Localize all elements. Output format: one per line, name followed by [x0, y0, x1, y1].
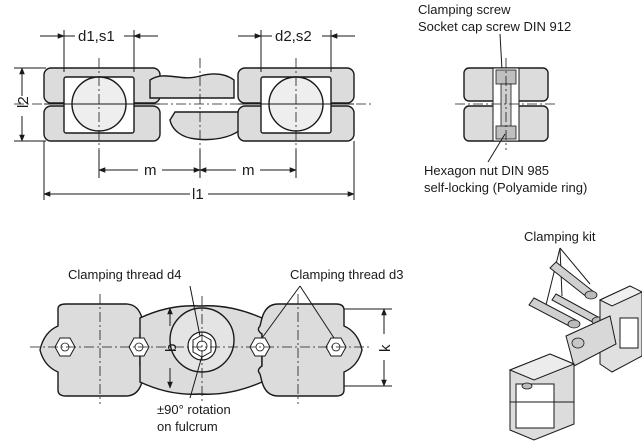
- left-clamp-block: [43, 67, 161, 142]
- hexagon-nut-label: Hexagon nut DIN 985: [424, 163, 549, 178]
- rotation-label: ±90° rotation: [157, 402, 231, 417]
- dim-l2: l2: [15, 96, 32, 108]
- dim-d2-s2: d2,s2: [275, 28, 312, 45]
- iso-link: [565, 315, 617, 367]
- front-view: Clamping thread d4 Clamping thread d3: [30, 267, 403, 434]
- fulcrum-label: on fulcrum: [157, 419, 218, 434]
- dim-m-right: m: [242, 162, 255, 179]
- dim-m-left: m: [144, 162, 157, 179]
- thread-d3-label: Clamping thread d3: [290, 267, 403, 282]
- self-locking-label: self-locking (Polyamide ring): [424, 180, 587, 195]
- dim-l1: l1: [192, 186, 204, 203]
- left-clamp-front: [39, 303, 146, 397]
- top-view: d1,s1 d2,s2 l2 m m l1: [14, 28, 374, 203]
- socket-cap-screw-label: Socket cap screw DIN 912: [418, 19, 571, 34]
- dim-b: b: [163, 344, 180, 352]
- clamp-lever-1: [549, 261, 598, 300]
- section-view: Clamping screw Socket cap screw DIN 912 …: [418, 2, 587, 195]
- clamping-kit-label: Clamping kit: [524, 229, 596, 244]
- right-clamp-front: [257, 303, 363, 397]
- clamp-lever-2: [528, 297, 581, 329]
- joint-link: [149, 73, 241, 141]
- clamping-screw-label: Clamping screw: [418, 2, 511, 17]
- iso-view: Clamping kit: [508, 229, 642, 441]
- thread-d4-label: Clamping thread d4: [68, 267, 181, 282]
- dim-d1-s1: d1,s1: [78, 28, 115, 45]
- dim-k: k: [377, 344, 394, 352]
